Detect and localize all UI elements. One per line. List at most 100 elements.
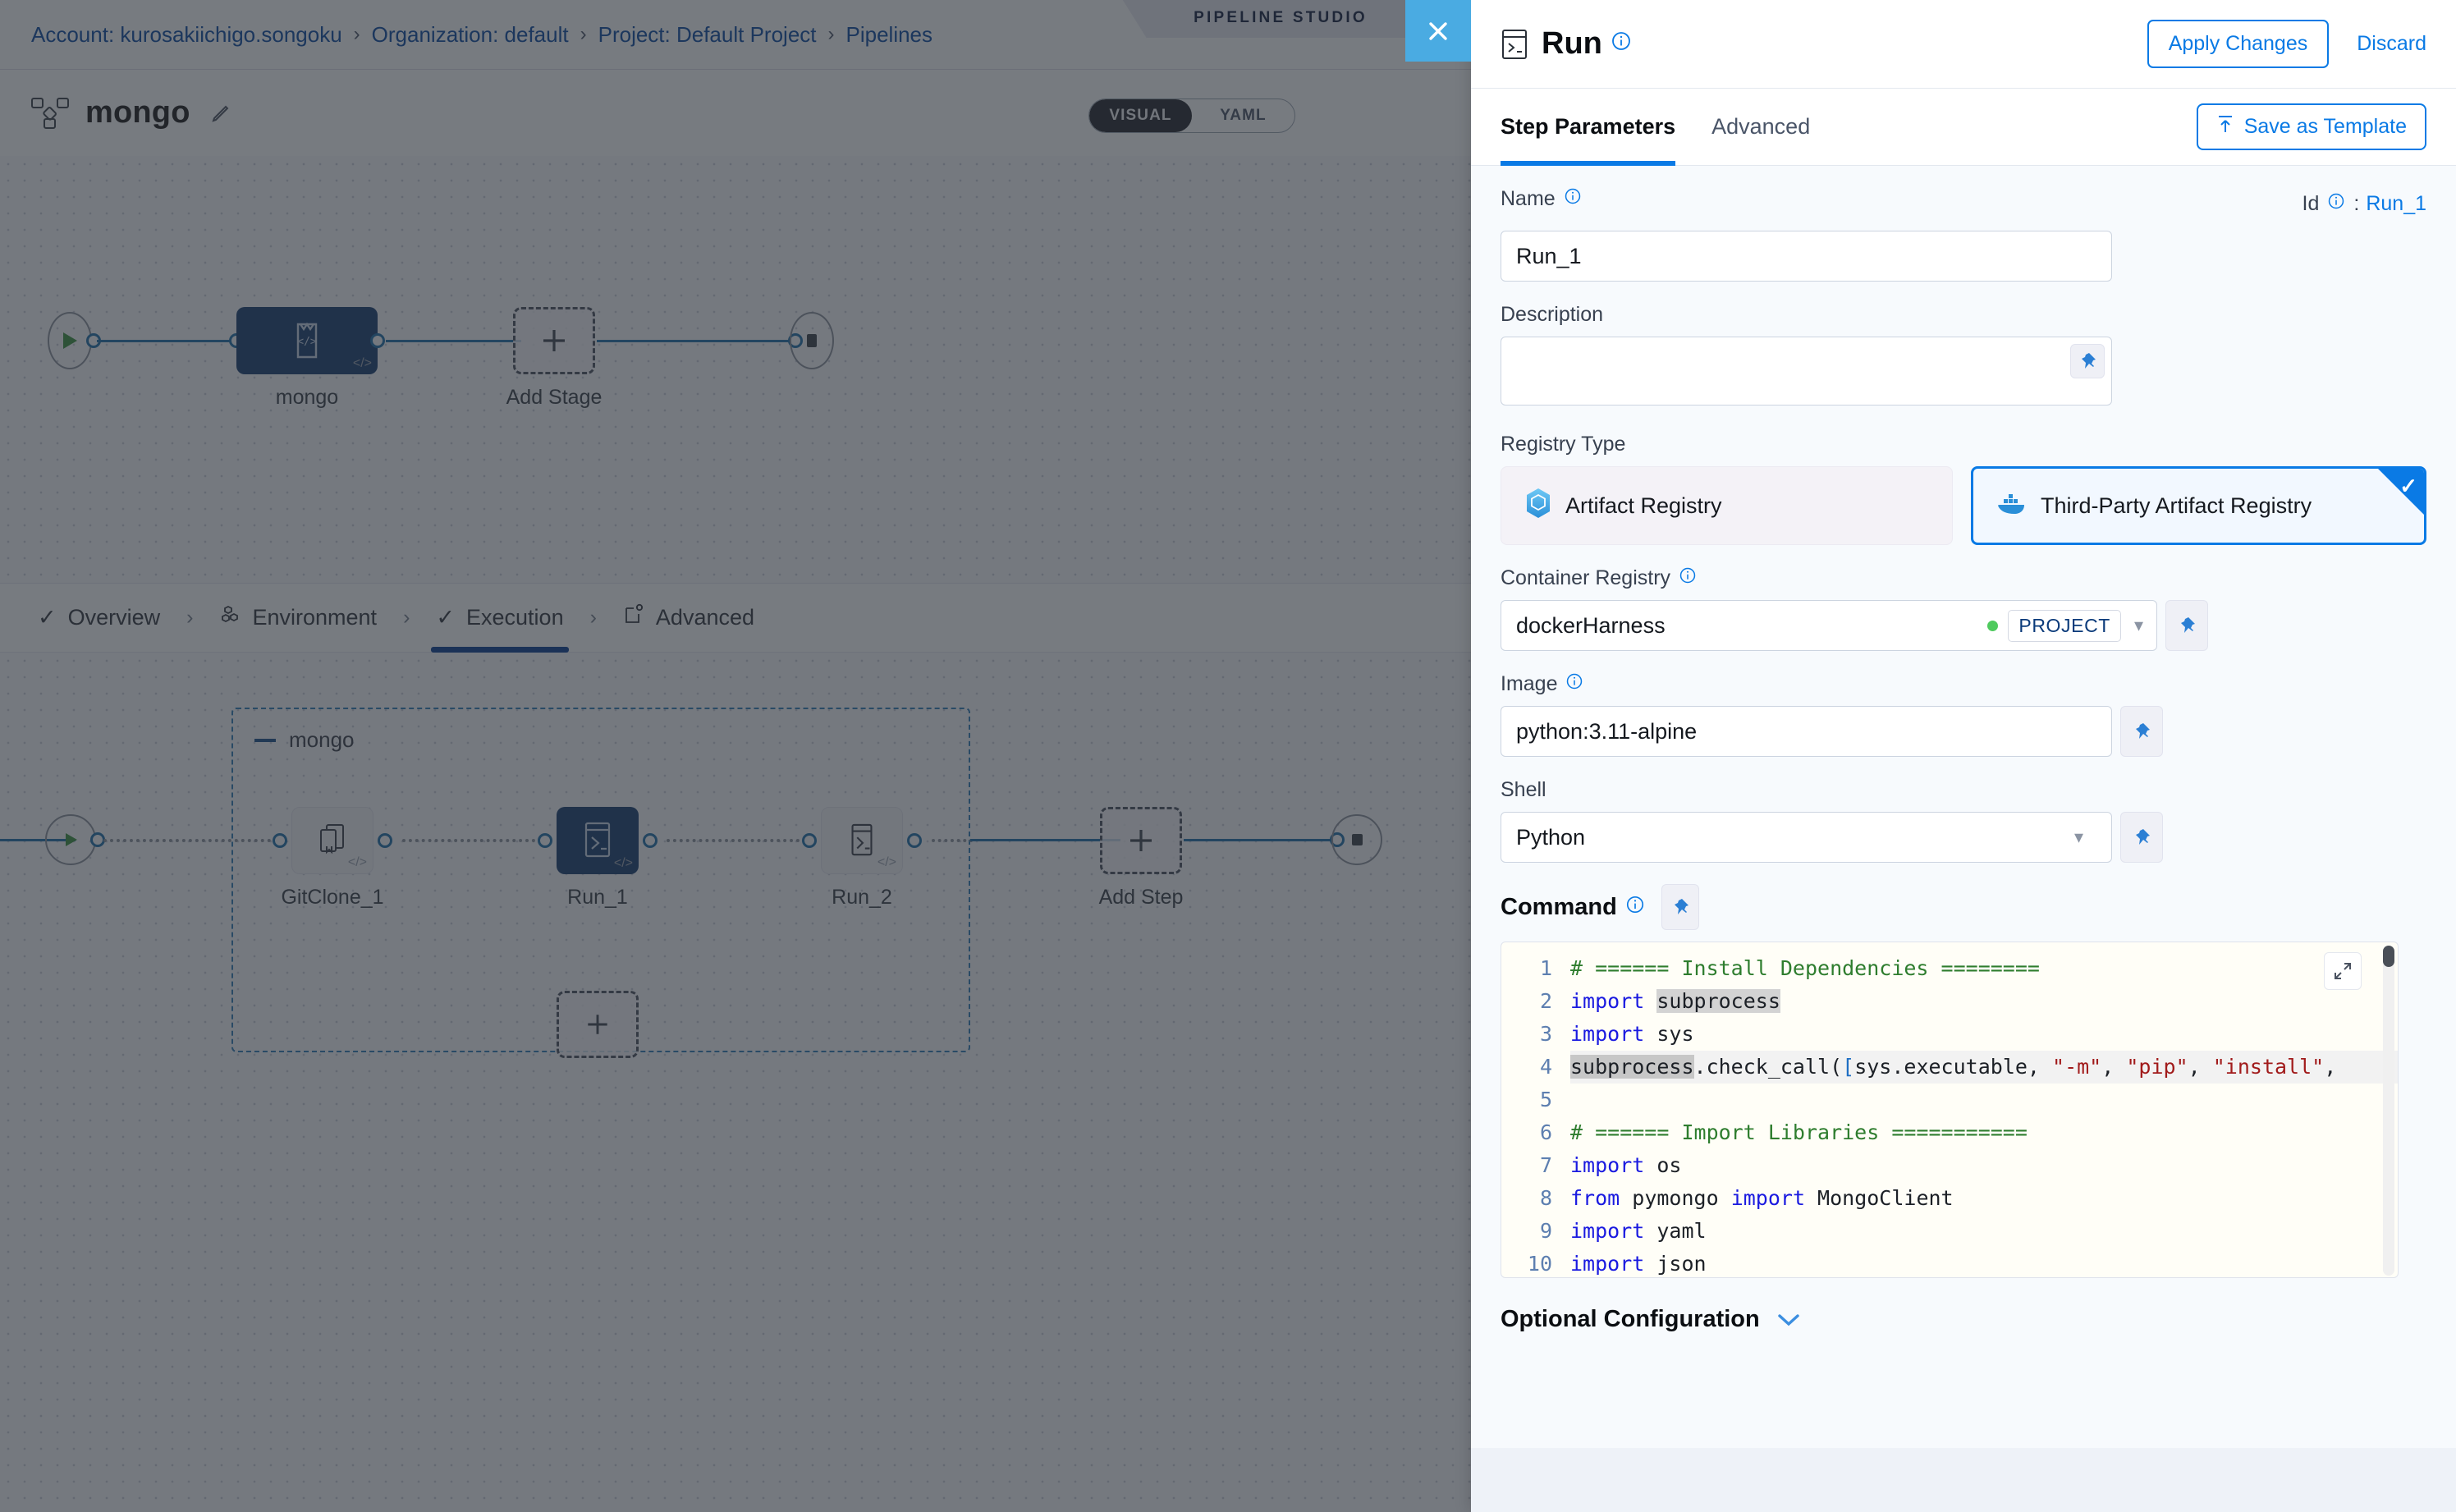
add-step-node[interactable]: Add Step [1100,807,1182,874]
code-line[interactable]: 5 [1501,1084,2398,1116]
step-node-run-2[interactable]: </> Run_2 [821,807,903,874]
add-stage-node[interactable]: Add Stage [513,307,595,374]
code-line-text: import json [1570,1248,2398,1277]
apply-changes-button[interactable]: Apply Changes [2147,20,2330,68]
command-code-editor[interactable]: 1# ====== Install Dependencies ========2… [1501,942,2399,1278]
discard-button[interactable]: Discard [2357,32,2426,56]
description-textarea[interactable] [1501,337,2112,405]
step-start-node[interactable] [45,814,96,865]
close-icon [1424,17,1452,45]
stage-node-mongo[interactable]: </> </> mongo [236,307,378,374]
code-line[interactable]: 10import json [1501,1248,2398,1277]
container-registry-select[interactable]: dockerHarness PROJECT ▾ [1501,600,2157,651]
add-step-box[interactable] [1100,807,1182,874]
terminal-icon [845,820,879,861]
pin-icon[interactable] [2120,812,2163,863]
breadcrumb-item-project[interactable]: Project: Default Project [598,22,817,48]
harness-artifact-icon [1524,488,1552,525]
stage-node-box[interactable]: </> </> [236,307,378,374]
stage-tab-label: Advanced [656,605,754,630]
optional-configuration-toggle[interactable]: Optional Configuration [1501,1306,2426,1333]
stage-tab-environment[interactable]: Environment [219,604,377,631]
edge-run1-to-run2 [667,839,806,842]
mode-toggle[interactable]: VISUAL YAML [1088,99,1295,133]
step-node-gitclone-1[interactable]: </> GitClone_1 [291,807,373,874]
step-out-port [643,833,658,848]
chevron-down-icon[interactable]: ▾ [2134,615,2143,636]
play-icon [61,331,79,351]
step-node-label: Run_2 [832,886,892,909]
breadcrumb-item-pipelines[interactable]: Pipelines [846,22,933,48]
name-input[interactable] [1501,231,2112,282]
info-icon[interactable] [2327,192,2345,216]
code-line[interactable]: 6# ====== Import Libraries =========== [1501,1116,2398,1149]
step-out-port [378,833,392,848]
page-title: mongo [85,95,190,131]
code-line-text: from pymongo import MongoClient [1570,1182,2398,1215]
code-line-text: subprocess.check_call([sys.executable, "… [1570,1051,2398,1084]
breadcrumb-separator: › [580,23,587,46]
save-as-template-button[interactable]: Save as Template [2197,103,2426,150]
scrollbar-thumb[interactable] [2383,946,2394,967]
pencil-icon[interactable] [208,101,233,126]
chevron-down-icon[interactable] [1776,1307,1801,1333]
info-icon[interactable] [1625,894,1645,921]
pin-icon[interactable] [1661,884,1699,930]
upload-arrow-icon [2216,114,2234,140]
code-lines[interactable]: 1# ====== Install Dependencies ========2… [1501,942,2398,1277]
info-icon[interactable] [1611,30,1632,57]
collapse-minus-icon[interactable] [254,739,276,742]
mode-toggle-visual[interactable]: VISUAL [1089,99,1192,132]
close-panel-button[interactable] [1405,0,1471,62]
code-line[interactable]: 4subprocess.check_call([sys.executable, … [1501,1051,2398,1084]
edge-gitclone-to-run1 [402,839,542,842]
registry-option-artifact-registry[interactable]: Artifact Registry [1501,466,1953,545]
registry-type-options: Artifact Registry Third-Party Artifact R… [1501,466,2426,545]
chevron-down-icon[interactable]: ▾ [2074,827,2083,848]
code-line[interactable]: 9import yaml [1501,1215,2398,1248]
mode-toggle-yaml[interactable]: YAML [1192,99,1294,132]
info-icon[interactable] [1565,672,1583,696]
stage-tab-overview[interactable]: ✓ Overview [38,605,160,630]
pin-icon[interactable] [2165,600,2208,651]
add-stage-box[interactable] [513,307,595,374]
step-node-box[interactable]: </> [557,807,639,874]
stage-tab-advanced[interactable]: Advanced [623,603,754,632]
step-group-header[interactable]: mongo [254,727,355,753]
image-input[interactable] [1501,706,2112,757]
pipeline-end-node[interactable] [790,312,834,369]
info-icon[interactable] [1564,187,1582,211]
breadcrumb-item-organization[interactable]: Organization: default [372,22,569,48]
code-line-text: import subprocess [1570,985,2398,1018]
code-line[interactable]: 7import os [1501,1149,2398,1182]
pin-icon[interactable] [2120,706,2163,757]
registry-option-third-party-artifact-registry[interactable]: Third-Party Artifact Registry ✓ [1971,466,2426,545]
code-line[interactable]: 3import sys [1501,1018,2398,1051]
code-line-number: 8 [1501,1182,1570,1215]
terminal-icon [1501,28,1528,61]
code-line[interactable]: 1# ====== Install Dependencies ======== [1501,952,2398,985]
pin-icon[interactable] [2070,344,2105,378]
container-registry-label: Container Registry [1501,566,2426,590]
info-icon[interactable] [1679,566,1697,590]
pipeline-start-node[interactable] [48,312,92,369]
code-line[interactable]: 2import subprocess [1501,985,2398,1018]
step-node-box[interactable]: </> [291,807,373,874]
git-clone-icon [315,820,350,861]
step-node-run-1[interactable]: </> Run_1 [557,807,639,874]
step-end-node[interactable] [1331,814,1382,865]
code-line[interactable]: 8from pymongo import MongoClient [1501,1182,2398,1215]
tab-step-parameters[interactable]: Step Parameters [1501,89,1675,166]
name-label: Name [1501,187,1582,211]
docker-whale-icon [1996,490,2028,522]
optional-configuration-label: Optional Configuration [1501,1306,1760,1333]
stage-tab-execution[interactable]: ✓ Execution [436,605,563,630]
stop-icon [1349,831,1365,849]
add-parallel-step-box[interactable] [557,991,639,1058]
editor-vertical-scrollbar[interactable] [2383,946,2394,1276]
breadcrumb-item-account[interactable]: Account: kurosakiichigo.songoku [31,22,342,48]
step-node-box[interactable]: </> [821,807,903,874]
tab-advanced[interactable]: Advanced [1711,89,1810,166]
expand-icon[interactable] [2324,952,2362,990]
shell-select[interactable]: Python ▾ [1501,812,2112,863]
